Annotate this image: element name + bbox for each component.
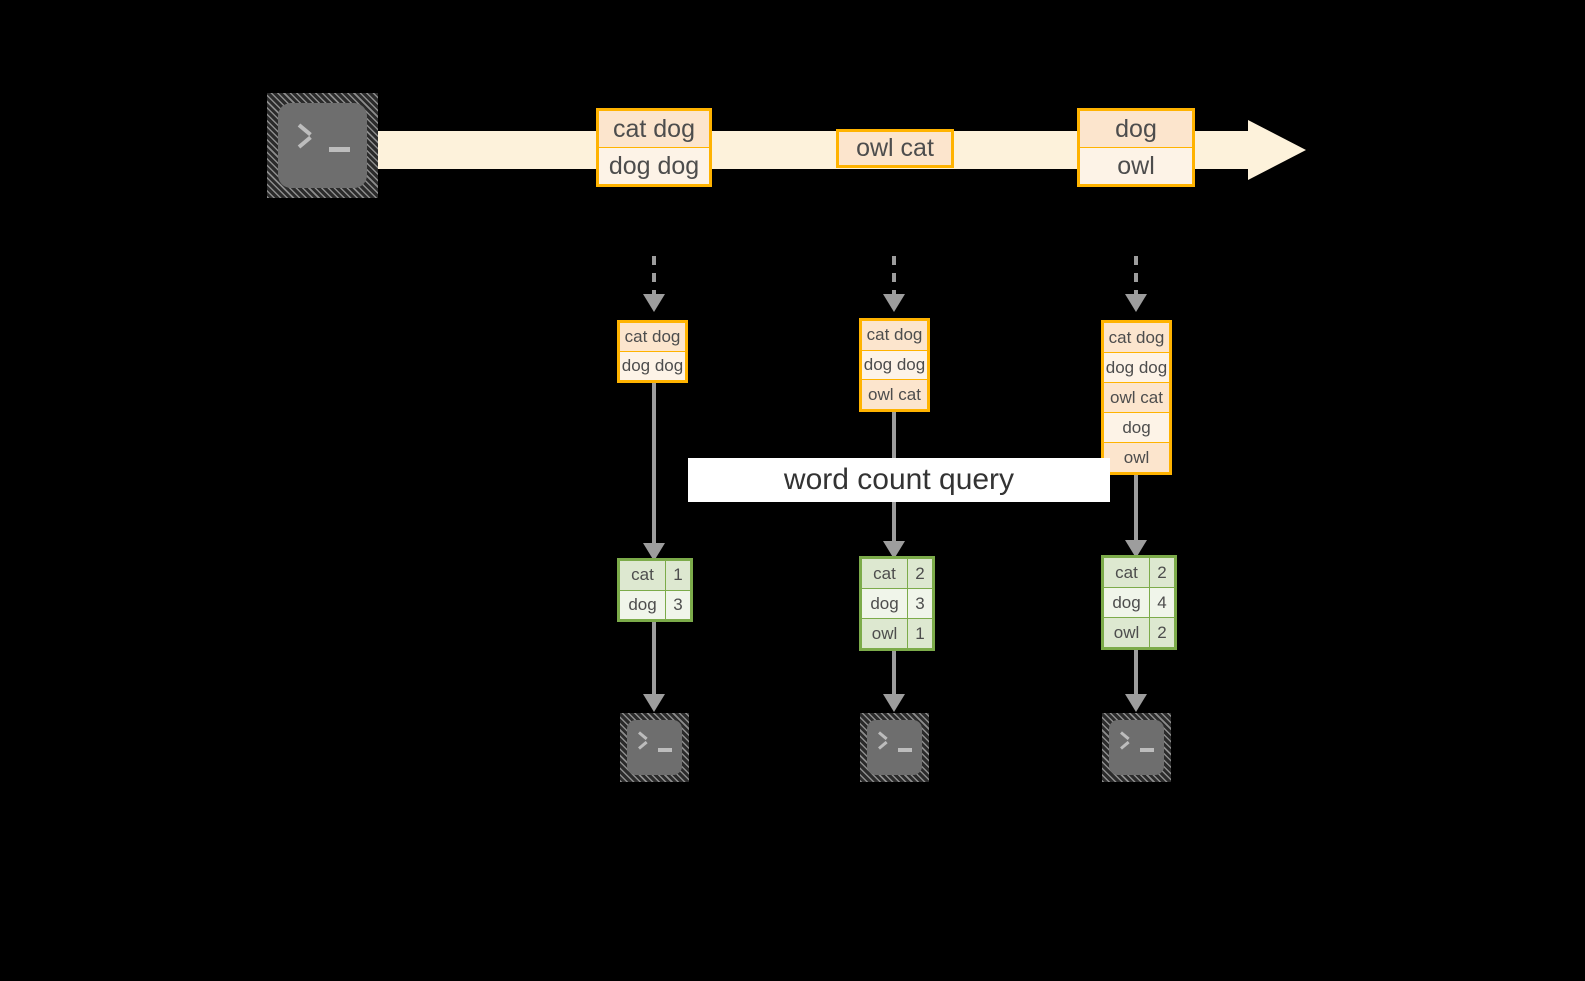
word-count-value: 3 bbox=[908, 589, 932, 618]
consumer-terminal-icon bbox=[860, 713, 929, 782]
word-count-table: cat 1 dog 3 bbox=[617, 558, 693, 622]
word-count-value: 4 bbox=[1150, 588, 1174, 617]
snapshot-tap-line bbox=[1134, 256, 1138, 296]
snapshot-tap-arrowhead bbox=[1125, 294, 1147, 312]
stream-record-box: cat dog dog dog bbox=[596, 108, 712, 187]
snapshot-input-box: cat dog dog dog owl cat bbox=[859, 318, 930, 412]
word-count-row: dog 3 bbox=[620, 590, 690, 619]
stream-record-row: cat dog bbox=[599, 111, 709, 148]
stream-arrow-head bbox=[1248, 120, 1306, 180]
word-count-value: 2 bbox=[908, 559, 932, 588]
word-count-row: owl 1 bbox=[862, 619, 932, 648]
terminal-prompt-chevron-icon bbox=[297, 121, 321, 151]
query-flow-line bbox=[1134, 475, 1138, 548]
consumer-flow-arrowhead bbox=[883, 694, 905, 712]
snapshot-input-row: cat dog bbox=[1104, 323, 1169, 353]
terminal-screen bbox=[867, 720, 922, 775]
query-flow-line bbox=[652, 383, 656, 551]
terminal-prompt-underscore-icon bbox=[329, 147, 350, 152]
word-count-value: 2 bbox=[1150, 618, 1174, 647]
query-label: word count query bbox=[688, 458, 1110, 502]
producer-terminal-icon bbox=[267, 93, 378, 198]
terminal-prompt-chevron-icon bbox=[878, 730, 894, 751]
stream-record-row: dog dog bbox=[599, 148, 709, 184]
word-count-row: dog 3 bbox=[862, 589, 932, 619]
snapshot-input-row: owl cat bbox=[1104, 383, 1169, 413]
word-count-value: 1 bbox=[908, 619, 932, 648]
snapshot-tap-arrowhead bbox=[643, 294, 665, 312]
snapshot-input-row: dog bbox=[1104, 413, 1169, 443]
stream-record-row: dog bbox=[1080, 111, 1192, 148]
word-count-row: cat 2 bbox=[1104, 558, 1174, 588]
word-count-row: cat 2 bbox=[862, 559, 932, 589]
query-flow-arrowhead bbox=[883, 541, 905, 559]
snapshot-tap-line bbox=[892, 256, 896, 296]
stream-record-box: owl cat bbox=[836, 129, 954, 168]
snapshot-input-box: cat dog dog dog owl cat dog owl bbox=[1101, 320, 1172, 475]
stream-record-row: owl cat bbox=[839, 132, 951, 165]
word-count-row: cat 1 bbox=[620, 561, 690, 591]
snapshot-input-row: owl bbox=[1104, 443, 1169, 472]
terminal-screen bbox=[1109, 720, 1164, 775]
word-count-table: cat 2 dog 4 owl 2 bbox=[1101, 555, 1177, 650]
consumer-flow-line bbox=[652, 622, 656, 699]
word-count-key: owl bbox=[1104, 618, 1150, 647]
terminal-prompt-chevron-icon bbox=[638, 730, 654, 751]
consumer-flow-arrowhead bbox=[643, 694, 665, 712]
snapshot-input-row: dog dog bbox=[1104, 353, 1169, 383]
terminal-screen bbox=[627, 720, 682, 775]
stream-record-row: owl bbox=[1080, 148, 1192, 184]
snapshot-input-row: dog dog bbox=[620, 352, 685, 380]
snapshot-input-row: owl cat bbox=[862, 380, 927, 410]
snapshot-tap-line bbox=[652, 256, 656, 296]
consumer-flow-line bbox=[892, 651, 896, 699]
word-count-value: 2 bbox=[1150, 558, 1174, 587]
word-count-key: cat bbox=[620, 561, 666, 590]
word-count-row: dog 4 bbox=[1104, 588, 1174, 618]
terminal-screen bbox=[278, 103, 367, 188]
snapshot-input-row: dog dog bbox=[862, 350, 927, 381]
word-count-key: cat bbox=[862, 559, 908, 588]
snapshot-input-row: cat dog bbox=[862, 321, 927, 351]
snapshot-input-row: cat dog bbox=[620, 323, 685, 352]
consumer-flow-line bbox=[1134, 650, 1138, 699]
word-count-value: 1 bbox=[666, 561, 690, 590]
word-count-key: dog bbox=[862, 589, 908, 618]
word-count-key: owl bbox=[862, 619, 908, 648]
word-count-key: dog bbox=[1104, 588, 1150, 617]
snapshot-input-box: cat dog dog dog bbox=[617, 320, 688, 383]
terminal-prompt-underscore-icon bbox=[1140, 748, 1154, 752]
consumer-flow-arrowhead bbox=[1125, 694, 1147, 712]
consumer-terminal-icon bbox=[620, 713, 689, 782]
consumer-terminal-icon bbox=[1102, 713, 1171, 782]
query-flow-arrowhead bbox=[643, 543, 665, 561]
terminal-prompt-chevron-icon bbox=[1120, 730, 1136, 751]
terminal-prompt-underscore-icon bbox=[658, 748, 672, 752]
terminal-prompt-underscore-icon bbox=[898, 748, 912, 752]
stream-record-box: dog owl bbox=[1077, 108, 1195, 187]
word-count-table: cat 2 dog 3 owl 1 bbox=[859, 556, 935, 651]
word-count-value: 3 bbox=[666, 590, 690, 619]
query-flow-arrowhead bbox=[1125, 540, 1147, 558]
word-count-key: cat bbox=[1104, 558, 1150, 587]
snapshot-tap-arrowhead bbox=[883, 294, 905, 312]
word-count-key: dog bbox=[620, 590, 666, 619]
word-count-row: owl 2 bbox=[1104, 618, 1174, 647]
